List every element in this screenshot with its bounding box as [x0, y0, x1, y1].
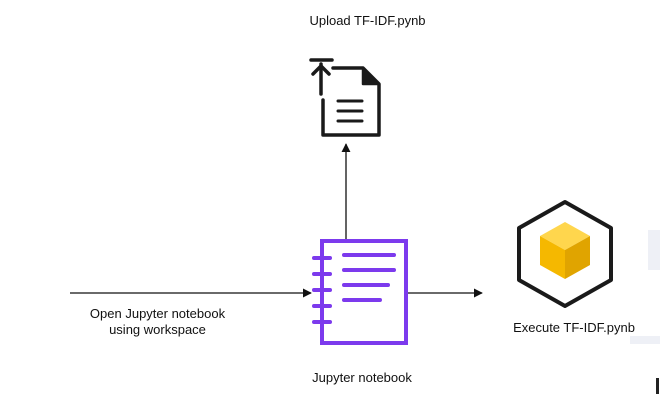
execute-node-label: Execute TF-IDF.pynb: [513, 320, 635, 335]
notebook-icon: [312, 239, 408, 345]
input-edge-label: Open Jupyter notebook using workspace: [60, 306, 255, 338]
jupyter-node-label: Jupyter notebook: [312, 370, 412, 385]
input-edge-label-line1: Open Jupyter notebook: [89, 306, 226, 321]
edge-bar-mark: [656, 378, 659, 394]
cube-box-icon: [517, 200, 613, 308]
watermark-shape: [648, 230, 660, 270]
document-fold-icon: [364, 70, 377, 83]
watermark-shape: [630, 336, 660, 344]
input-edge-label-line2: using workspace: [109, 322, 206, 337]
upload-node-label: Upload TF-IDF.pynb: [309, 13, 426, 28]
document-upload-icon: [309, 58, 381, 137]
